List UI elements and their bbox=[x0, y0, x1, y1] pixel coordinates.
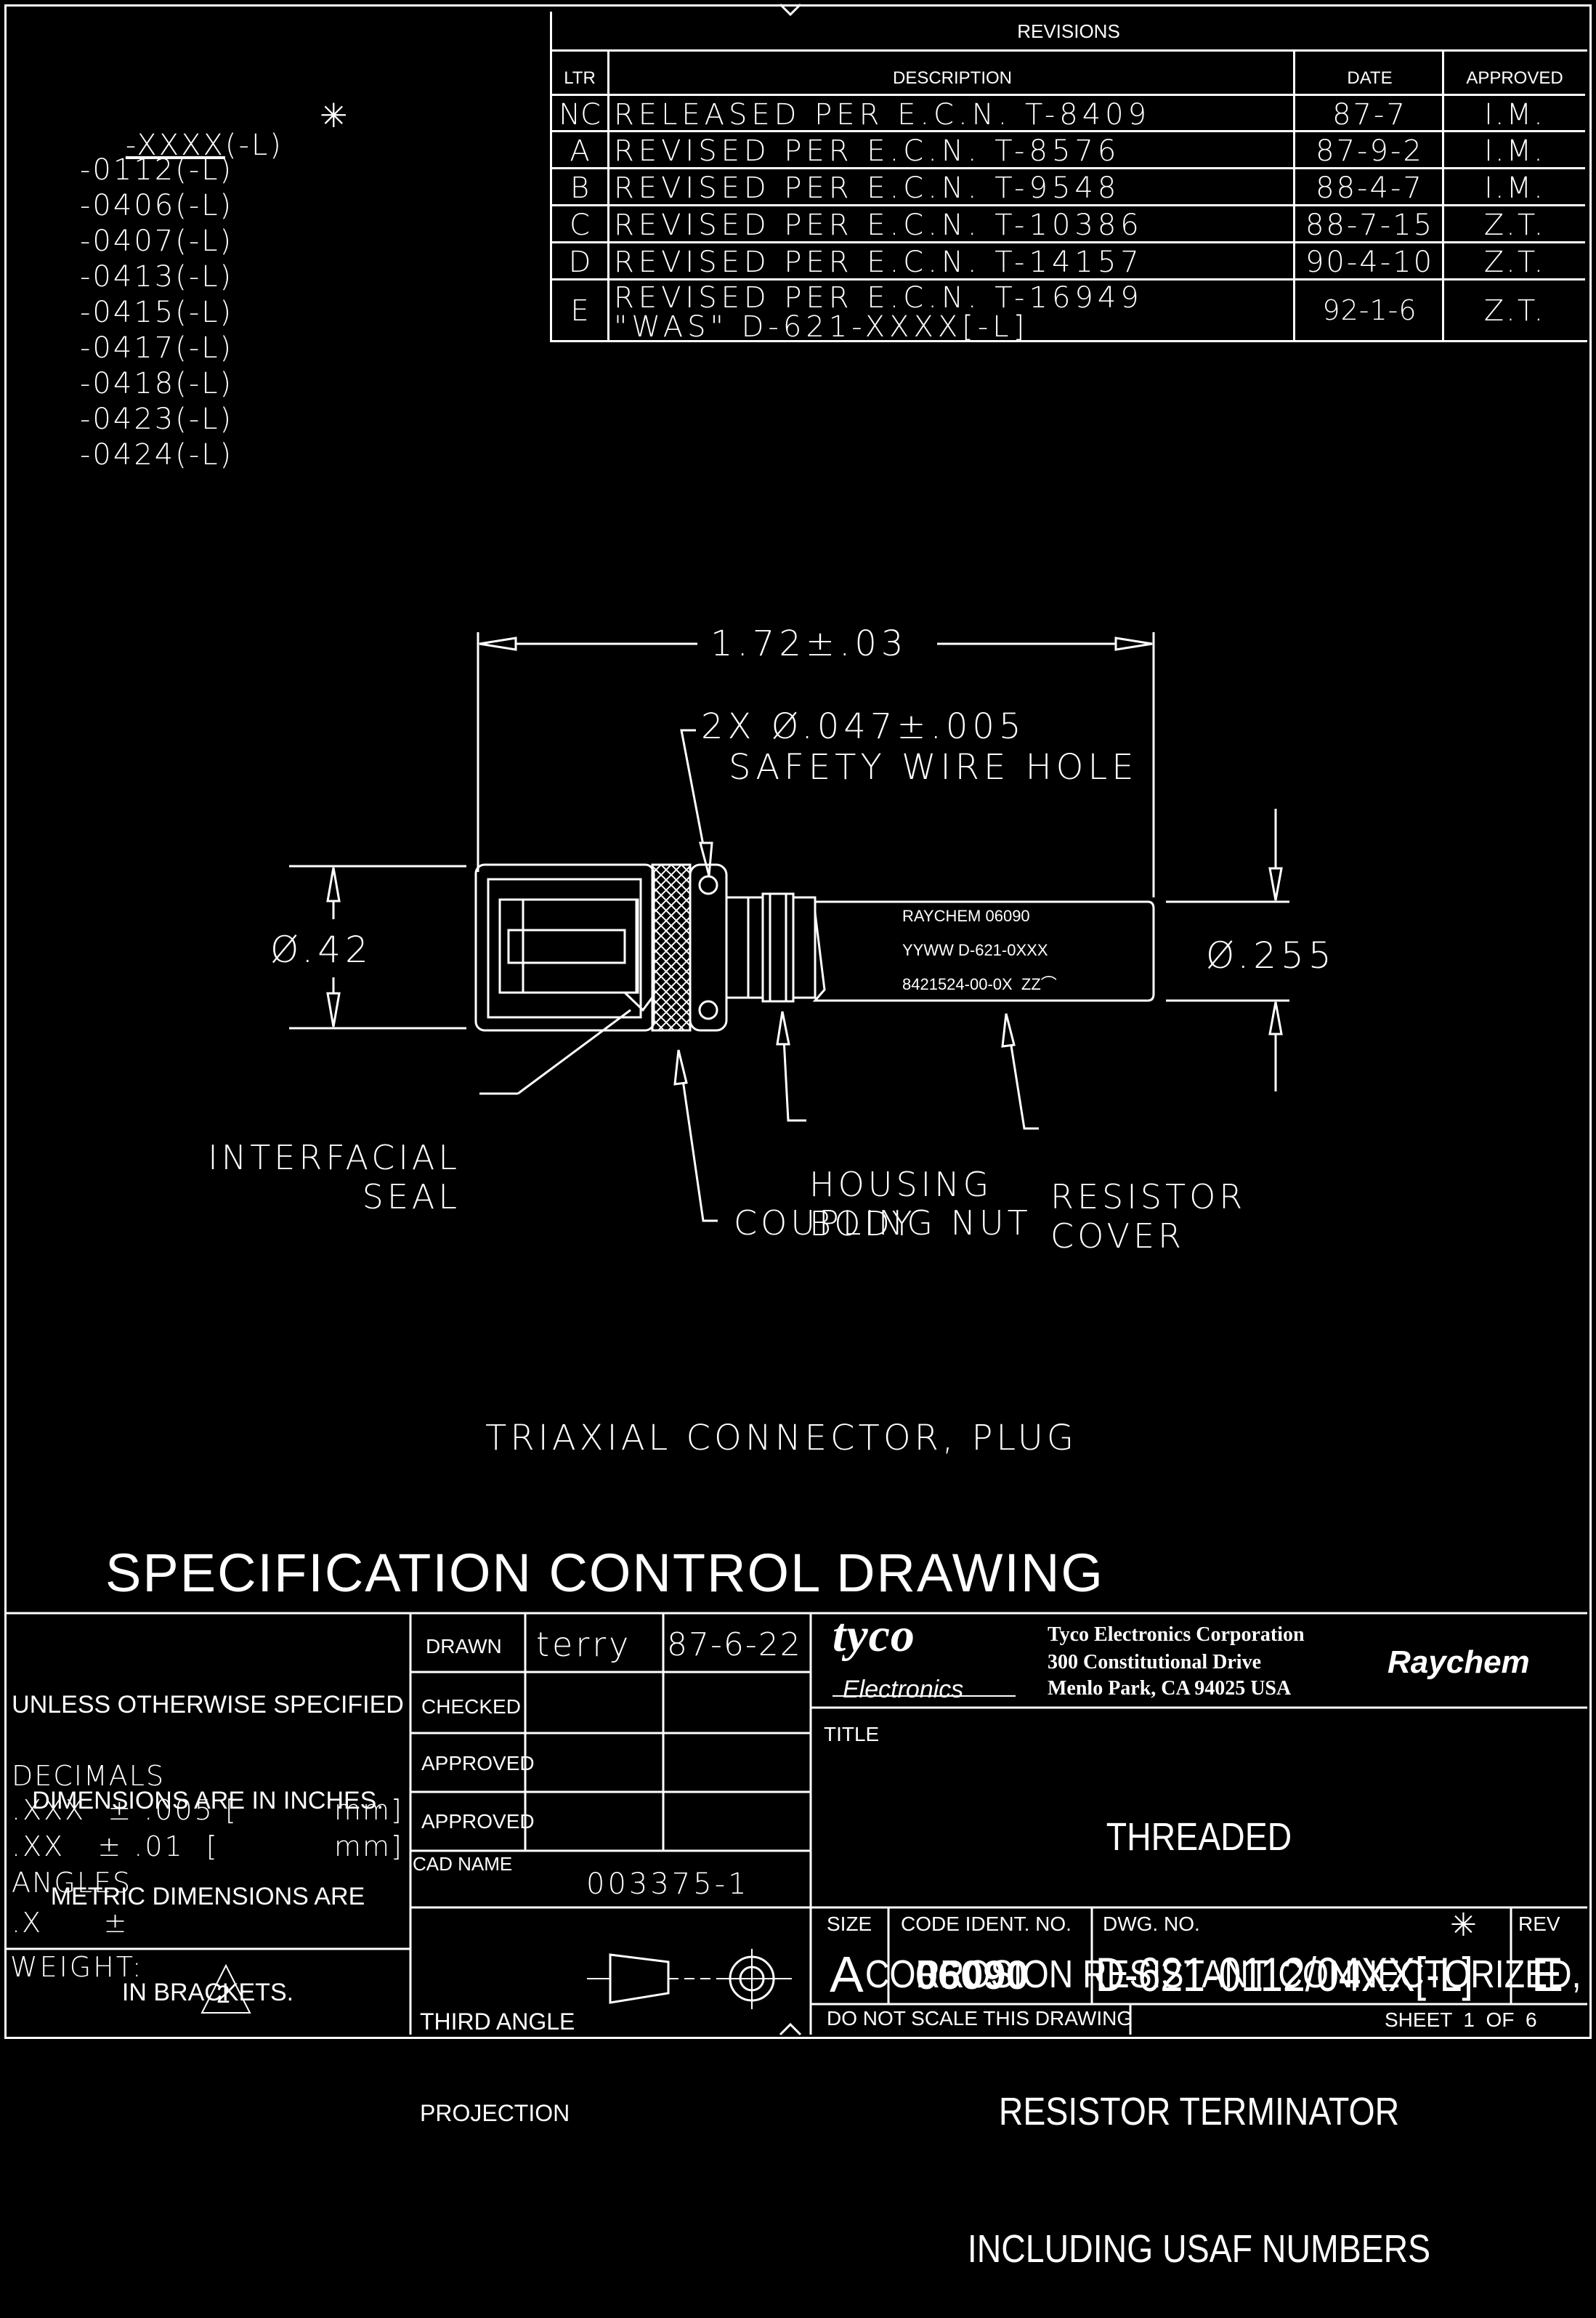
title-block-grid bbox=[4, 1612, 1587, 2035]
revisions-table: REVISIONS LTR DESCRIPTION DATE APPROVED … bbox=[550, 12, 1587, 344]
header-ltr: LTR bbox=[564, 68, 596, 88]
tyco-logo: tyco bbox=[833, 1609, 915, 1662]
revisions-title: REVISIONS bbox=[1017, 20, 1120, 42]
company-address-1: 300 Constitutional Drive bbox=[1048, 1651, 1261, 1673]
part-list-header: -XXXX(-L) bbox=[125, 129, 283, 162]
approved-label: APPROVED bbox=[421, 1752, 535, 1774]
revision-row: B REVISED PER E.C.N. T-9548 88-4-7 I.M. bbox=[550, 169, 1585, 206]
header-date: DATE bbox=[1347, 68, 1393, 88]
weight-triangle bbox=[200, 1963, 251, 2014]
rev-label: REV bbox=[1518, 1913, 1560, 1935]
revisions-header-row: LTR DESCRIPTION DATE APPROVED bbox=[550, 52, 1585, 96]
tolerance-xx-mm: mm] bbox=[334, 1830, 403, 1862]
length-dimension: 1.72±.03 bbox=[710, 623, 908, 664]
coupling-nut-label: COUPLING NUT bbox=[734, 1203, 1032, 1243]
revisions-title-bar: REVISIONS bbox=[550, 12, 1587, 52]
code-ident-label: CODE IDENT. NO. bbox=[901, 1913, 1072, 1935]
tolerance-xx: .XX ± .01 [ bbox=[12, 1830, 219, 1862]
part-list-star: ✳ bbox=[320, 96, 348, 135]
raychem-logo: Raychem bbox=[1388, 1644, 1530, 1680]
part-marking-line-2: YYWW D-621-0XXX bbox=[902, 941, 1048, 959]
safety-wire-hole-label: SAFETY WIRE HOLE bbox=[729, 747, 1138, 788]
tolerance-xxx: .XXX ± .005 [ bbox=[12, 1794, 238, 1826]
rev-value: E bbox=[1531, 1947, 1564, 2001]
company-address-2: Menlo Park, CA 94025 USA bbox=[1048, 1677, 1292, 1700]
part-number: -0417(-L) bbox=[80, 331, 234, 365]
spec-title: SPECIFICATION CONTROL DRAWING bbox=[105, 1543, 1104, 1603]
revision-row: D REVISED PER E.C.N. T-14157 90-4-10 Z.T… bbox=[550, 243, 1585, 280]
tolerance-xxx-mm: mm] bbox=[334, 1794, 403, 1826]
projection-label: THIRD ANGLE PROJECTION bbox=[420, 2008, 575, 2126]
drawn-by: terry bbox=[536, 1625, 632, 1664]
part-number: -0406(-L) bbox=[80, 189, 234, 222]
company-name: Tyco Electronics Corporation bbox=[1048, 1623, 1305, 1646]
tyco-electronics-label: Electronics bbox=[843, 1676, 964, 1703]
angles-tolerance: .X ± bbox=[12, 1907, 129, 1939]
sheet-number: SHEET 1 OF 6 bbox=[1385, 2008, 1537, 2031]
code-ident-value: 06090 bbox=[915, 1952, 1029, 1998]
general-notes: UNLESS OTHERWISE SPECIFIED DIMENSIONS AR… bbox=[12, 1691, 404, 2006]
sheet-markers bbox=[779, 3, 802, 2036]
part-number: -0112(-L) bbox=[80, 153, 234, 187]
weight-symbol: 2 bbox=[216, 1981, 230, 2008]
cad-name: 003375-1 bbox=[586, 1867, 750, 1901]
part-number: -0415(-L) bbox=[80, 296, 234, 329]
third-angle-projection-icon bbox=[587, 1949, 792, 2009]
diameter-left: Ø.42 bbox=[270, 929, 373, 971]
tolerance-block: UNLESS OTHERWISE SPECIFIED DIMENSIONS AR… bbox=[6, 1615, 410, 2006]
header-approved: APPROVED bbox=[1466, 68, 1563, 88]
revision-row: C REVISED PER E.C.N. T-10386 88-7-15 Z.T… bbox=[550, 206, 1585, 243]
drawn-label: DRAWN bbox=[426, 1635, 502, 1657]
part-number: -0413(-L) bbox=[80, 260, 234, 294]
angles-label: ANGLES bbox=[12, 1867, 132, 1899]
decimals-label: DECIMALS bbox=[12, 1760, 166, 1792]
revision-row: E REVISED PER E.C.N. T-16949 "WAS" D-621… bbox=[550, 280, 1585, 342]
do-not-scale-note: DO NOT SCALE THIS DRAWING bbox=[827, 2007, 1133, 2030]
header-description: DESCRIPTION bbox=[892, 68, 1012, 88]
weight-label: WEIGHT: bbox=[10, 1951, 144, 1983]
cad-name-label: CAD NAME bbox=[413, 1853, 513, 1875]
drawing-caption: TRIAXIAL CONNECTOR, PLUG bbox=[485, 1418, 1078, 1458]
dwg-no-star: ✳ bbox=[1450, 1907, 1477, 1944]
safety-wire-hole-callout: 2X Ø.047±.005 bbox=[701, 706, 1026, 747]
dwg-no-label: DWG. NO. bbox=[1103, 1913, 1200, 1935]
part-number: -0407(-L) bbox=[80, 225, 234, 258]
approved-label-2: APPROVED bbox=[421, 1810, 535, 1833]
part-number: -0418(-L) bbox=[80, 367, 234, 400]
revision-row: A REVISED PER E.C.N. T-8576 87-9-2 I.M. bbox=[550, 132, 1585, 169]
revision-row: NC RELEASED PER E.C.N. T-8409 87-7 I.M. bbox=[550, 96, 1585, 132]
drawn-date: 87-6-22 bbox=[667, 1626, 802, 1663]
part-marking-line-3: 8421524-00-0X ZZ⌒ bbox=[902, 975, 1057, 993]
diameter-right: Ø.255 bbox=[1206, 934, 1336, 977]
connector-drawing bbox=[289, 632, 1289, 1222]
part-marking-line-1: RAYCHEM 06090 bbox=[902, 907, 1030, 925]
part-number-list: -XXXX(-L) ✳ -0112(-L) -0406(-L) -0407(-L… bbox=[80, 96, 370, 480]
size-value: A bbox=[830, 1946, 864, 2003]
checked-label: CHECKED bbox=[421, 1695, 521, 1718]
part-number: -0424(-L) bbox=[80, 438, 234, 472]
part-number: -0423(-L) bbox=[80, 403, 234, 436]
title-label: TITLE bbox=[824, 1723, 880, 1745]
dwg-no-value: D-621-0112/04XX[-L] bbox=[1095, 1947, 1473, 2001]
size-label: SIZE bbox=[827, 1913, 872, 1935]
